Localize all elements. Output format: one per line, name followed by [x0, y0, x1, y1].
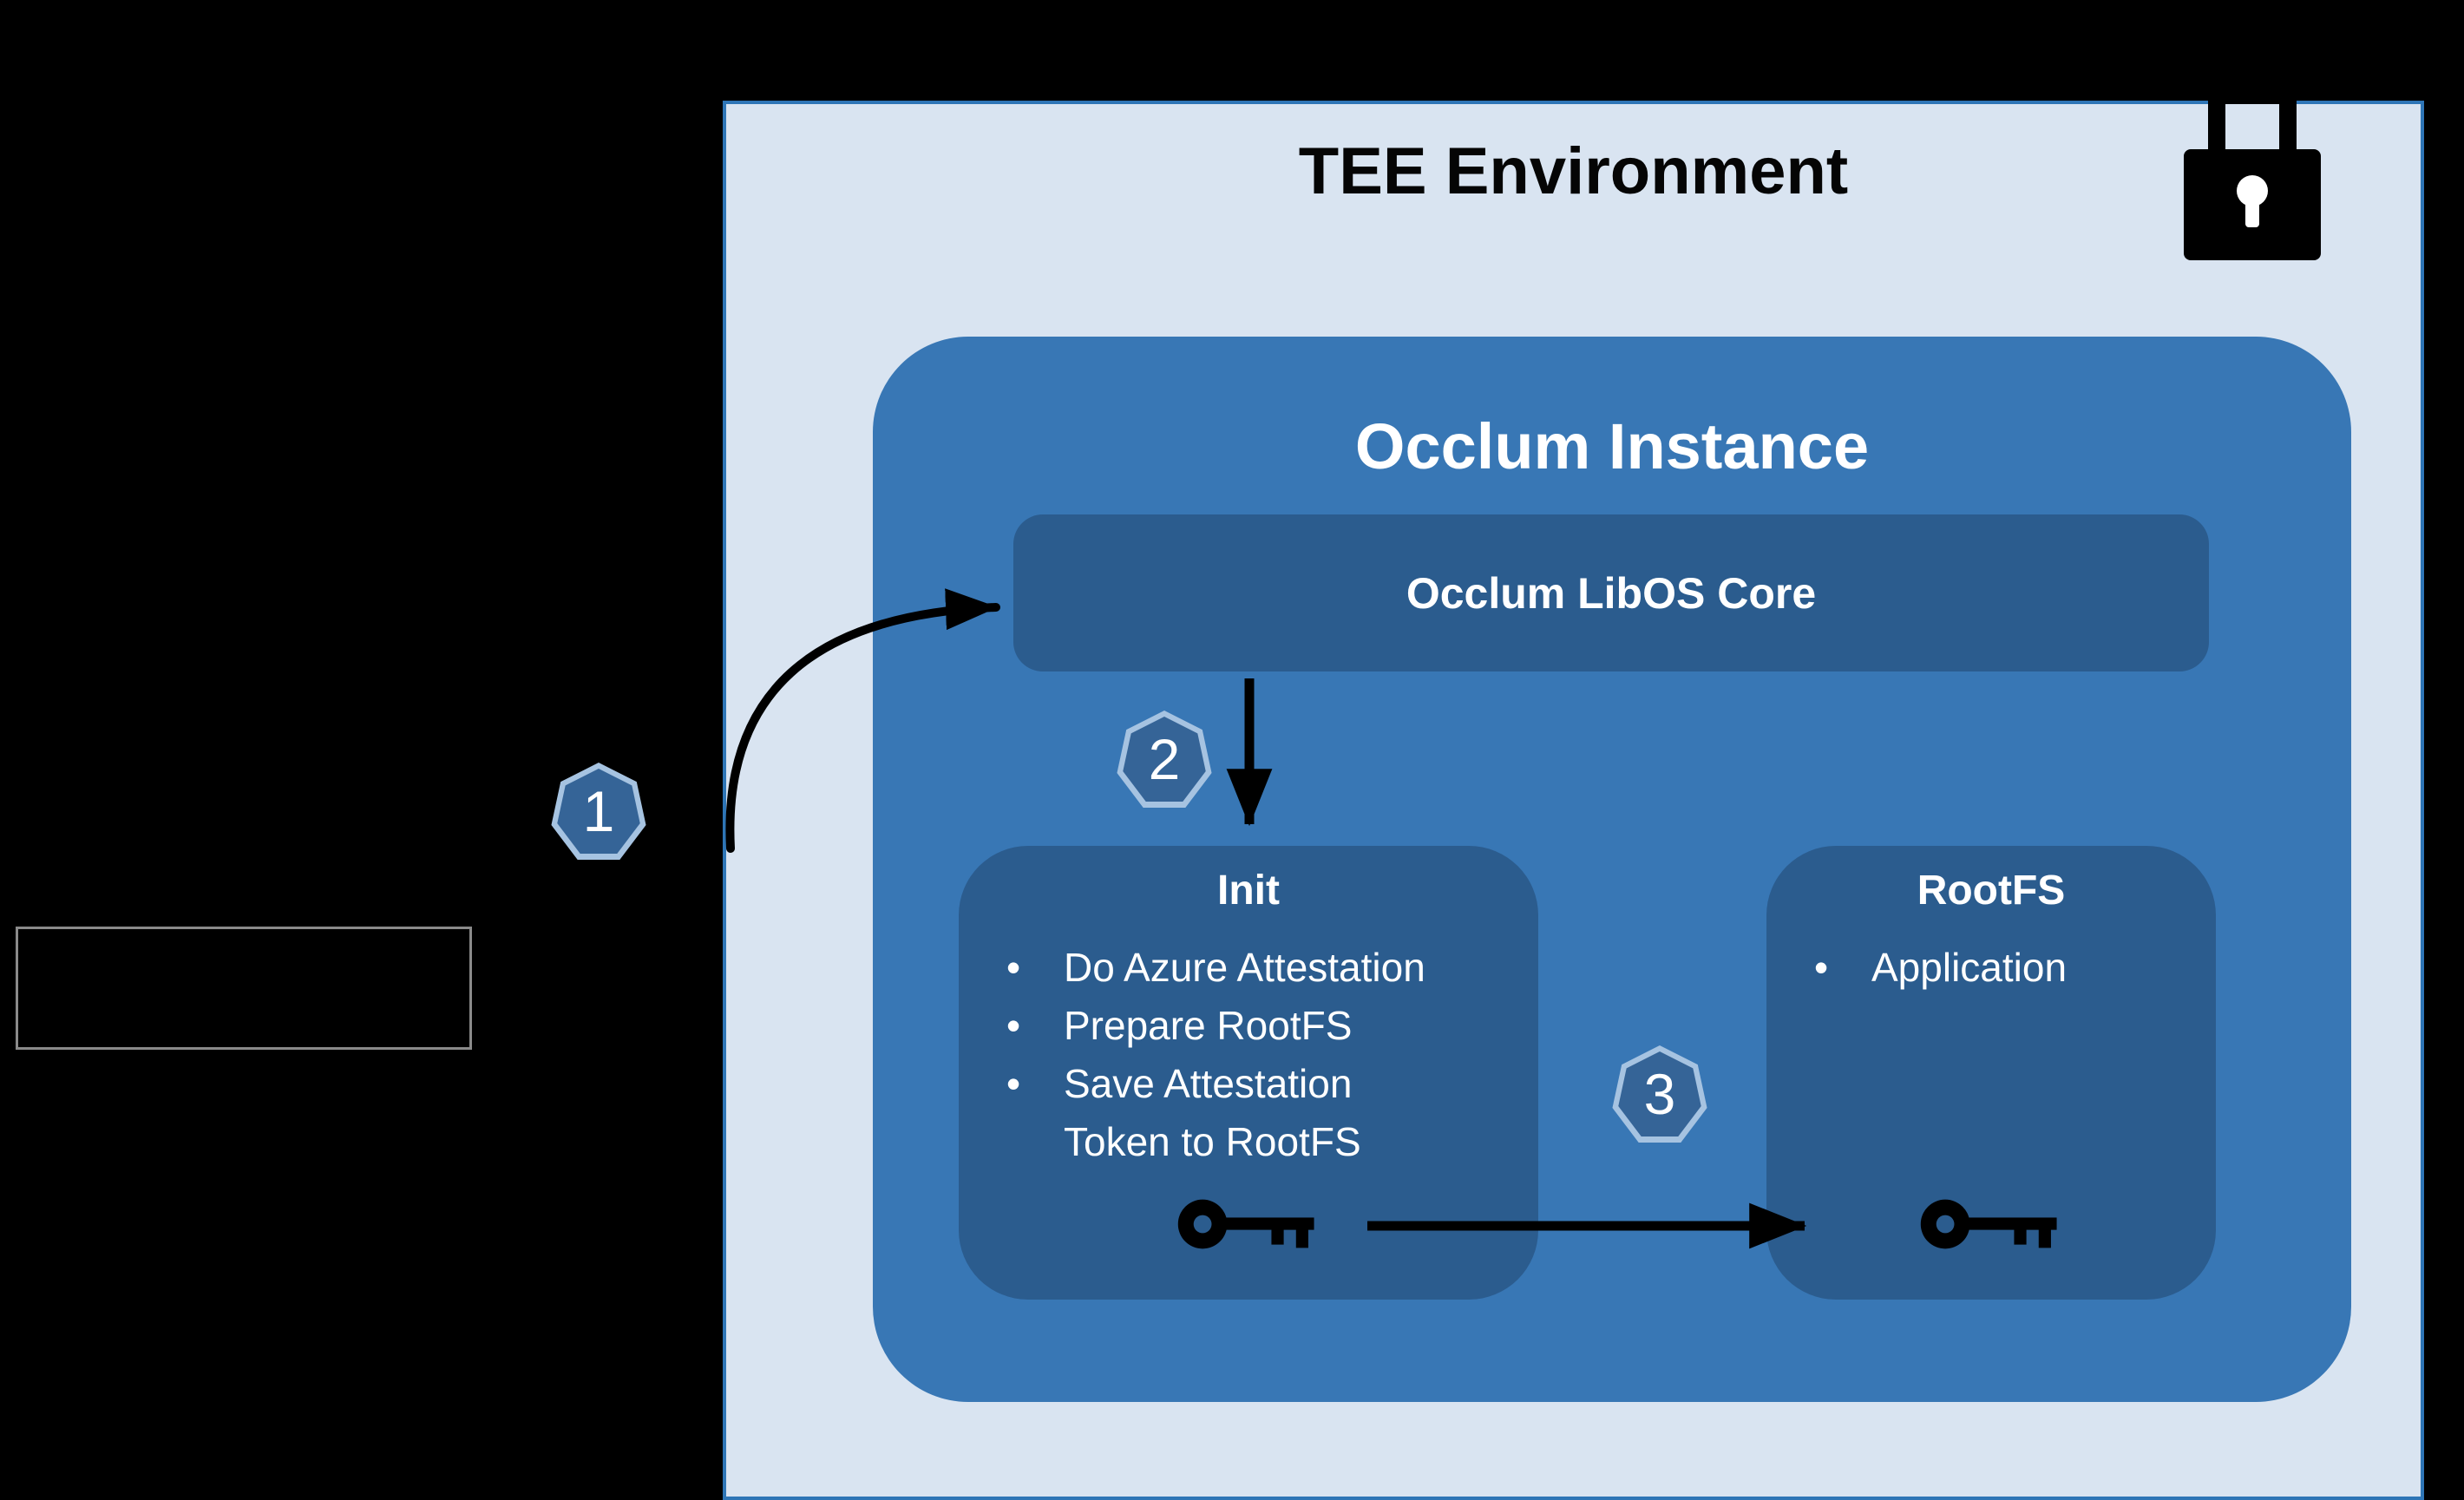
badge-number: 1	[582, 779, 615, 843]
badge-number: 3	[1643, 1062, 1676, 1126]
init-list-item: Save Attestation Token to RootFS	[1006, 1055, 1523, 1171]
occlum-instance-box: Occlum Instance Occlum LibOS Core Init D…	[873, 337, 2351, 1402]
rootfs-bullet-list: Application	[1766, 939, 2216, 997]
step-badge-1: 1	[550, 763, 647, 860]
occlum-libos-core-box: Occlum LibOS Core	[1013, 514, 2209, 671]
rootfs-box: RootFS Application	[1766, 846, 2216, 1300]
occlum-instance-title: Occlum Instance	[1354, 410, 1870, 482]
step-badge-2: 2	[1116, 711, 1213, 808]
badge-face: 1	[557, 769, 640, 854]
lock-icon	[2184, 87, 2321, 260]
init-list-item: Prepare RootFS	[1006, 997, 1523, 1055]
lock-keyhole-stem	[2245, 200, 2259, 227]
unlabeled-outline-box	[16, 927, 472, 1050]
rootfs-list-item: Application	[1814, 939, 2200, 997]
init-bullet-list: Do Azure Attestation Prepare RootFS Save…	[959, 939, 1538, 1171]
tee-environment-title: TEE Environment	[1298, 134, 1849, 208]
badge-face: 2	[1123, 717, 1206, 802]
badge-number: 2	[1148, 727, 1181, 791]
step-badge-3: 3	[1611, 1045, 1708, 1143]
badge-face: 3	[1618, 1051, 1701, 1136]
key-icon	[1177, 1199, 1314, 1249]
rootfs-title: RootFS	[1917, 868, 2066, 914]
lock-body	[2184, 149, 2321, 260]
tee-environment-box: TEE Environment Occlum Instance Occlum L…	[723, 101, 2424, 1500]
key-icon	[1920, 1199, 2057, 1249]
init-list-item: Do Azure Attestation	[1006, 939, 1523, 997]
init-box: Init Do Azure Attestation Prepare RootFS…	[959, 846, 1538, 1300]
init-title: Init	[1217, 868, 1280, 914]
occlum-libos-core-label: Occlum LibOS Core	[1406, 568, 1817, 618]
